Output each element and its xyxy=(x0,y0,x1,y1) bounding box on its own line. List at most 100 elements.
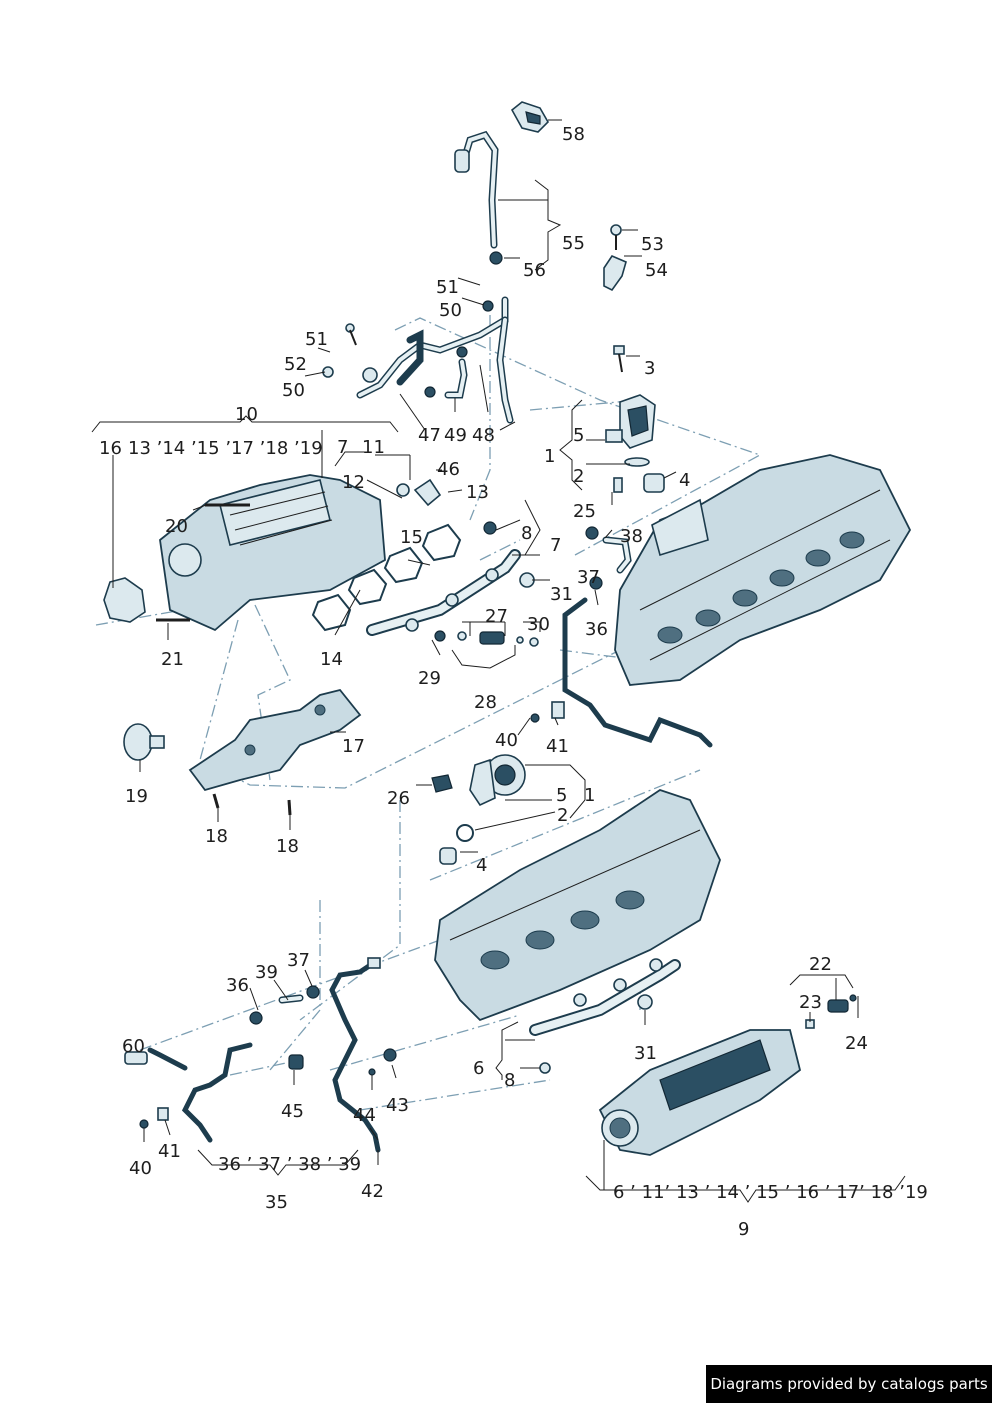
callout-37: 37 xyxy=(287,950,310,971)
callout-42: 42 xyxy=(361,1181,384,1202)
callout-56: 56 xyxy=(523,260,546,281)
callout-23: 23 xyxy=(799,992,822,1013)
callout-14: 14 xyxy=(320,649,343,670)
gaskets-14 xyxy=(311,523,462,632)
callout-30: 30 xyxy=(527,614,550,635)
callout-13: 13 xyxy=(466,482,489,503)
callout-51: 51 xyxy=(436,277,459,298)
callout-1: 1 xyxy=(584,785,595,806)
callout-51: 51 xyxy=(305,329,328,350)
callout-37: 37 xyxy=(577,567,600,588)
callout-38: 38 xyxy=(620,526,643,547)
bracket-54 xyxy=(603,255,627,292)
callout-17: 17 xyxy=(342,736,365,757)
clamp-56 xyxy=(489,251,503,265)
leader-lines xyxy=(91,119,906,1203)
actuator-19 xyxy=(123,723,165,761)
bracket-41a xyxy=(551,701,565,719)
callout-55: 55 xyxy=(562,233,585,254)
manifold-bracket-17 xyxy=(188,688,362,792)
callout-13-19-list: 13 ’14 ’15 ’17 ’18 ’19 xyxy=(128,438,323,459)
fuel-rail-lower xyxy=(529,958,681,1074)
hp-pump-upper xyxy=(605,394,665,493)
lower-assembly xyxy=(124,754,857,1156)
callout-54: 54 xyxy=(645,260,668,281)
bolt-3 xyxy=(613,345,625,373)
callout-4: 4 xyxy=(476,855,487,876)
callout-5: 5 xyxy=(573,425,584,446)
pressure-line-upper xyxy=(562,526,713,748)
callout-47: 47 xyxy=(418,425,441,446)
fuel-rail-upper xyxy=(366,521,535,636)
callout-20: 20 xyxy=(165,516,188,537)
callout-24: 24 xyxy=(845,1033,868,1054)
callout-31: 31 xyxy=(550,584,573,605)
callout-44: 44 xyxy=(353,1105,376,1126)
bolt-40a xyxy=(530,713,540,723)
callout-41: 41 xyxy=(546,736,569,757)
callout-9: 9 xyxy=(738,1219,749,1240)
callout-7: 7 xyxy=(337,437,348,458)
pressure-line-35 xyxy=(124,985,320,1143)
callout-39: 39 xyxy=(255,962,278,983)
callout-50: 50 xyxy=(439,300,462,321)
bolt-18b xyxy=(287,799,292,816)
callout-1: 1 xyxy=(544,446,555,467)
callout-22: 22 xyxy=(809,954,832,975)
callout-11: 11 xyxy=(362,437,385,458)
callout-45: 45 xyxy=(281,1101,304,1122)
callout-5: 5 xyxy=(556,785,567,806)
callout-49: 49 xyxy=(444,425,467,446)
intake-manifold-lower xyxy=(598,994,857,1156)
callout-8: 8 xyxy=(504,1070,515,1091)
callout-36-39-list: 36 ’ 37 ’ 38 ’ 39 xyxy=(218,1154,361,1175)
callout-10: 10 xyxy=(235,404,258,425)
callout-35: 35 xyxy=(265,1192,288,1213)
callout-41: 41 xyxy=(158,1141,181,1162)
callout-27: 27 xyxy=(485,606,508,627)
callout-26: 26 xyxy=(387,788,410,809)
callout-7: 7 xyxy=(550,535,561,556)
callout-15: 15 xyxy=(400,527,423,548)
callout-31: 31 xyxy=(634,1043,657,1064)
callout-18: 18 xyxy=(276,836,299,857)
bolt-53 xyxy=(610,224,622,250)
breather-pipes xyxy=(322,296,514,424)
callout-48: 48 xyxy=(472,425,495,446)
credit-banner: Diagrams provided by catalogs parts xyxy=(706,1365,992,1403)
callout-36: 36 xyxy=(585,619,608,640)
callout-36: 36 xyxy=(226,975,249,996)
bolt-18a xyxy=(212,793,220,809)
callout-labels: 58 55 56 53 54 51 50 51 52 50 3 10 47 49… xyxy=(99,124,928,1240)
callout-4: 4 xyxy=(679,470,690,491)
callout-25: 25 xyxy=(573,501,596,522)
injector-upper xyxy=(434,630,539,647)
callout-43: 43 xyxy=(386,1095,409,1116)
clip-58 xyxy=(510,101,549,133)
callout-16: 16 xyxy=(99,438,122,459)
upper-assembly xyxy=(103,101,912,816)
pressure-line-lower xyxy=(329,957,397,1153)
vent-hose-55 xyxy=(454,130,499,249)
hp-pump-lower xyxy=(431,754,526,865)
callout-58: 58 xyxy=(562,124,585,145)
callout-60: 60 xyxy=(122,1036,145,1057)
callout-18: 18 xyxy=(205,826,228,847)
cylinder-head-upper xyxy=(614,454,912,686)
callout-52: 52 xyxy=(284,354,307,375)
callout-46: 46 xyxy=(437,459,460,480)
callout-3: 3 xyxy=(644,358,655,379)
callout-21: 21 xyxy=(161,649,184,670)
callout-2: 2 xyxy=(557,805,568,826)
callout-53: 53 xyxy=(641,234,664,255)
callout-19: 19 xyxy=(125,786,148,807)
intake-manifold-upper xyxy=(103,474,442,632)
callout-12: 12 xyxy=(342,472,365,493)
callout-2: 2 xyxy=(573,466,584,487)
callout-6: 6 xyxy=(473,1058,484,1079)
cylinder-head-lower xyxy=(434,789,721,1022)
callout-40: 40 xyxy=(129,1158,152,1179)
callout-28: 28 xyxy=(474,692,497,713)
callout-29: 29 xyxy=(418,668,441,689)
